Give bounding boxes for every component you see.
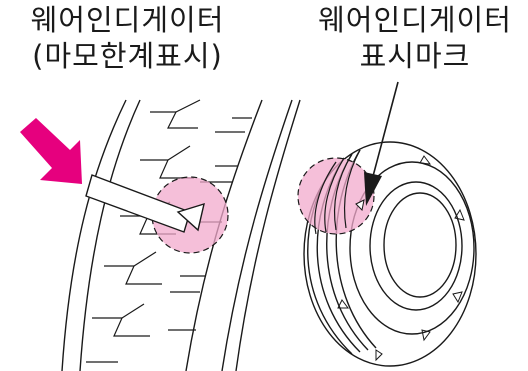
label-left-line2: (마모한계표시)	[32, 39, 223, 73]
wear-mark-3	[452, 291, 463, 304]
wear-mark-2	[454, 208, 465, 221]
black-arrow-icon	[364, 81, 399, 206]
label-right-line1: 웨어인디게이터	[318, 3, 512, 37]
tire-outer-sidewall	[303, 141, 477, 367]
tread-edge-left	[61, 99, 127, 371]
triangle-mark-icon-tire	[355, 199, 365, 212]
tread-closeup	[61, 99, 301, 371]
wear-mark-1	[419, 155, 432, 165]
tire-inner-sidewall	[349, 161, 475, 335]
tread-edge-inner-left	[79, 99, 141, 371]
tire-full	[303, 141, 477, 367]
magenta-arrow-icon	[20, 118, 82, 184]
wear-mark-4	[421, 329, 431, 342]
tire-rim-opening	[369, 181, 463, 311]
tread-edge-right	[221, 99, 293, 371]
wear-mark-6	[337, 299, 349, 309]
triangle-mark-icon	[176, 202, 205, 232]
label-right-line2: 표시마크	[359, 39, 471, 73]
wear-mark-5	[375, 349, 383, 362]
wear-indicator-bar	[85, 174, 191, 233]
tire-tread-over-highlight	[314, 149, 361, 235]
tread-edge-far-right	[235, 99, 301, 371]
label-wear-indicator-mark: 웨어인디게이터 표시마크	[302, 2, 528, 74]
label-wear-indicator-tread: 웨어인디게이터 (마모한계표시)	[0, 2, 255, 74]
label-left-line1: 웨어인디게이터	[30, 3, 225, 37]
